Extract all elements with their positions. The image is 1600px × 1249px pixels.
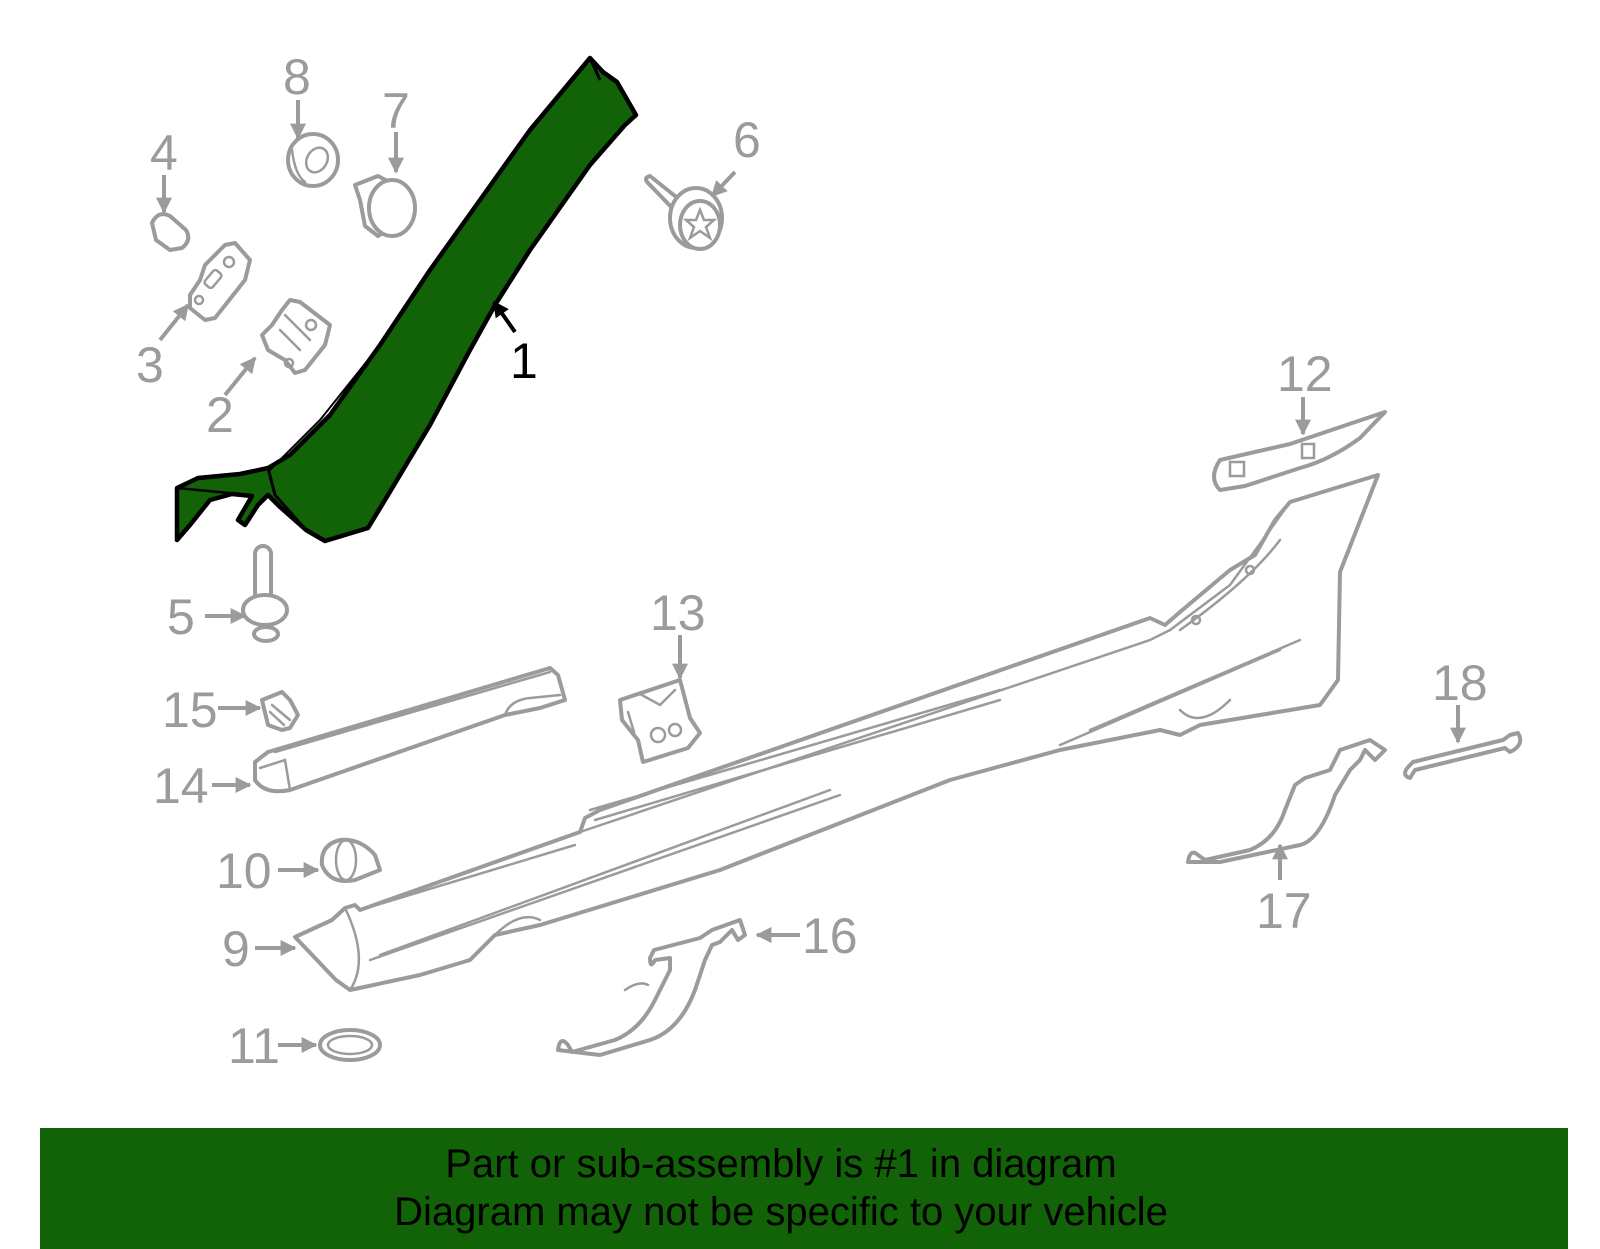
callout-10[interactable]: 10 bbox=[216, 843, 272, 899]
callout-9[interactable]: 9 bbox=[222, 921, 250, 977]
callout-5[interactable]: 5 bbox=[167, 589, 195, 645]
callout-7[interactable]: 7 bbox=[382, 83, 410, 139]
part-5-push-pin[interactable] bbox=[241, 544, 289, 643]
part-9-rocker-panel[interactable] bbox=[293, 473, 1380, 992]
callout-labels: 1 2 3 4 5 6 7 8 9 10 11 12 13 14 15 16 1… bbox=[136, 49, 1488, 1074]
callout-16[interactable]: 16 bbox=[802, 908, 858, 964]
part-7-cap[interactable] bbox=[353, 174, 417, 238]
callout-17[interactable]: 17 bbox=[1256, 883, 1312, 939]
part-2-bracket[interactable] bbox=[260, 298, 332, 375]
part-8-grommet[interactable] bbox=[286, 132, 340, 188]
info-banner: Part or sub-assembly is #1 in diagram Di… bbox=[40, 1128, 1568, 1249]
part-4-screw[interactable] bbox=[150, 212, 191, 252]
banner-line-1: Part or sub-assembly is #1 in diagram bbox=[445, 1142, 1117, 1186]
part-16-mud-flap-left[interactable] bbox=[556, 918, 747, 1057]
callout-8[interactable]: 8 bbox=[283, 49, 311, 105]
callout-6[interactable]: 6 bbox=[733, 112, 761, 168]
callout-14[interactable]: 14 bbox=[153, 758, 209, 814]
callout-12[interactable]: 12 bbox=[1277, 346, 1333, 402]
part-6-torx-bolt[interactable] bbox=[644, 174, 724, 251]
part-1-pillar-trim[interactable] bbox=[174, 55, 639, 544]
callout-18[interactable]: 18 bbox=[1432, 655, 1488, 711]
callout-leaders bbox=[156, 100, 1466, 1053]
callout-1[interactable]: 1 bbox=[510, 333, 538, 389]
part-3-clip-plate[interactable] bbox=[188, 241, 252, 322]
callout-15[interactable]: 15 bbox=[162, 682, 218, 738]
parts-diagram: 1 2 3 4 5 6 7 8 9 10 11 12 13 14 15 16 1… bbox=[136, 49, 1523, 1074]
part-12-trim-strip[interactable] bbox=[1212, 410, 1387, 492]
callout-2[interactable]: 2 bbox=[206, 387, 234, 443]
part-11-seal-ring[interactable] bbox=[318, 1028, 382, 1062]
part-18-rod[interactable] bbox=[1403, 731, 1523, 780]
part-14-sill-plate[interactable] bbox=[253, 666, 567, 794]
part-13-bracket[interactable] bbox=[618, 678, 702, 764]
part-15-clip[interactable] bbox=[260, 690, 300, 732]
callout-3[interactable]: 3 bbox=[136, 337, 164, 393]
part-17-mud-flap-right[interactable] bbox=[1186, 738, 1387, 864]
banner-line-2: Diagram may not be specific to your vehi… bbox=[394, 1190, 1168, 1234]
callout-4[interactable]: 4 bbox=[150, 125, 178, 181]
callout-11[interactable]: 11 bbox=[228, 1018, 280, 1074]
part-10-grommet[interactable] bbox=[319, 837, 382, 883]
callout-13[interactable]: 13 bbox=[650, 585, 706, 641]
